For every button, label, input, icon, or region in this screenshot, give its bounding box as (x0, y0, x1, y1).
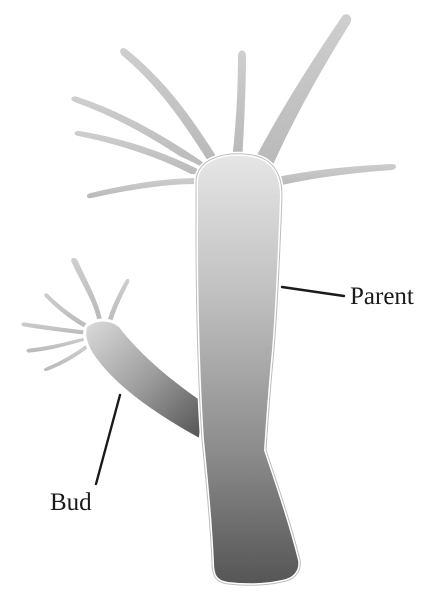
bud-label: Bud (50, 489, 92, 516)
parent-label: Parent (350, 283, 414, 310)
parent-leader-line (282, 287, 344, 296)
parent-body (196, 154, 300, 586)
bud-body (85, 320, 205, 440)
bud-leader-line (96, 395, 120, 484)
bud-organism (20, 256, 205, 440)
